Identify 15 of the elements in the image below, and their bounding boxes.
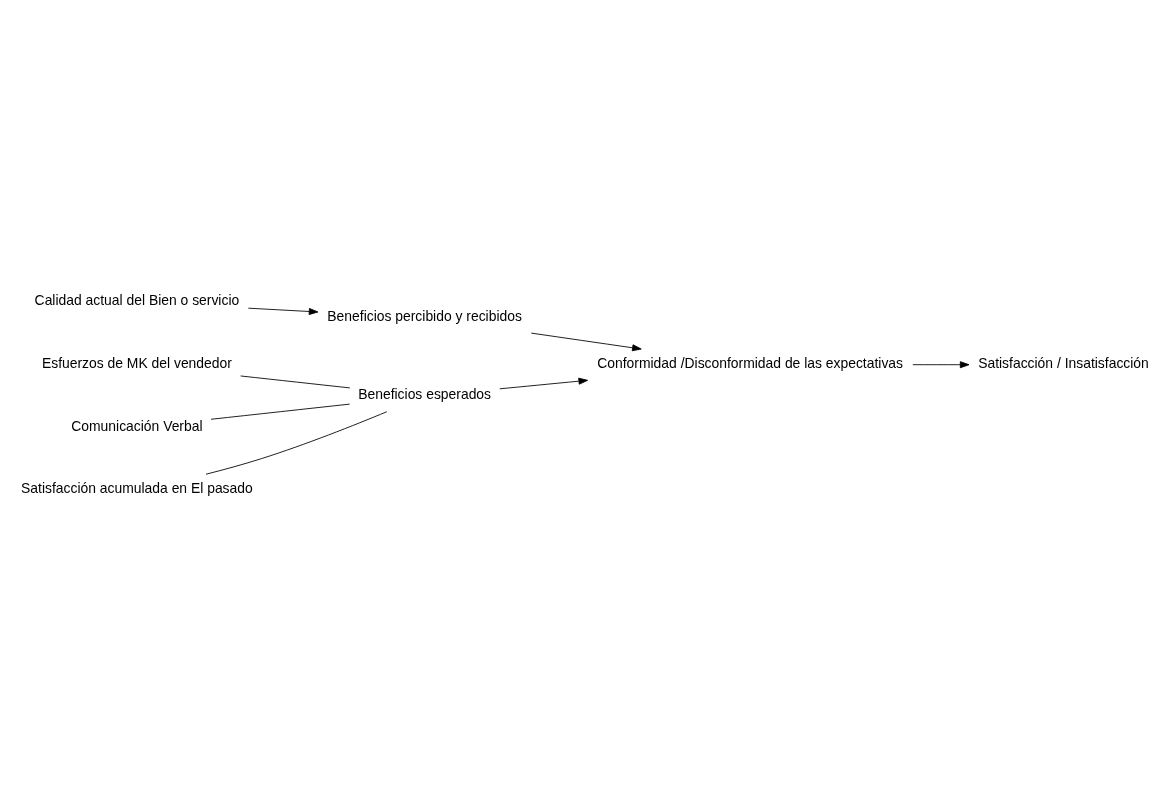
node-text: Beneficios esperados: [358, 385, 492, 402]
node-text: Conformidad /Disconformidad de las expectativas: [597, 354, 904, 371]
connector: [205, 410, 388, 475]
node-text: Satisfacción / Insatisfacción: [978, 354, 1149, 371]
node-text: Calidad actual del Bien o servicio: [34, 291, 240, 308]
arrow: [247, 307, 319, 315]
connector: [210, 403, 351, 420]
arrow: [530, 332, 642, 351]
node-text: Beneficios percibido y recibidos: [327, 307, 522, 324]
connector: [240, 375, 351, 388]
arrow: [912, 360, 970, 368]
arrow: [499, 377, 589, 389]
node-text: Esfuerzos de MK del vendedor: [41, 354, 232, 371]
node-text: Satisfacción acumulada en El pasado: [21, 479, 253, 496]
node-text: Comunicación Verbal: [71, 417, 203, 434]
